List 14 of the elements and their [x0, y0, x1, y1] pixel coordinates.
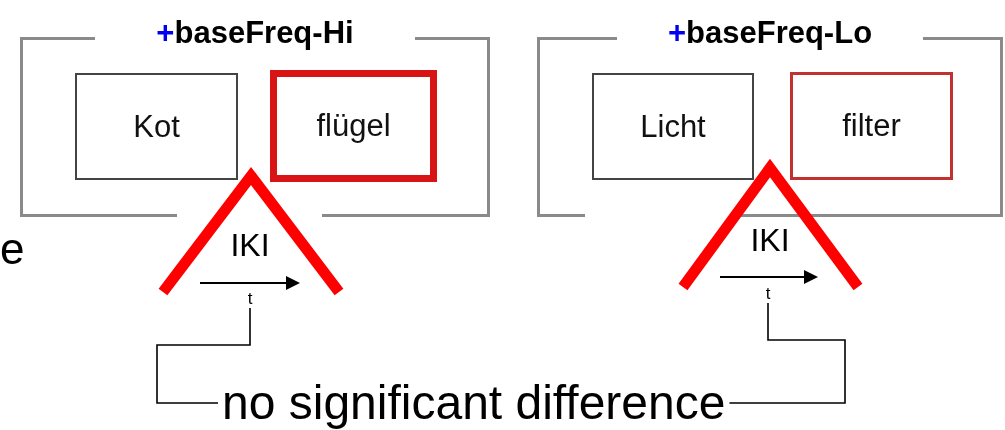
time-label: t: [762, 285, 774, 303]
word-box: filter: [790, 72, 953, 180]
comparison-note: no significant difference: [222, 378, 726, 428]
time-label: t: [244, 290, 256, 308]
word-box: flügel: [270, 70, 437, 182]
interval-label: IKI: [745, 220, 795, 260]
word-box: Kot: [75, 73, 238, 180]
interval-label: IKI: [225, 225, 275, 265]
leader-line: [728, 302, 846, 404]
text-fragment: e: [0, 224, 25, 274]
leader-line: [156, 307, 251, 404]
frame-heading: +baseFreq-Hi: [156, 15, 354, 51]
word-box: Licht: [592, 73, 754, 180]
frame-heading: +baseFreq-Lo: [667, 15, 873, 51]
